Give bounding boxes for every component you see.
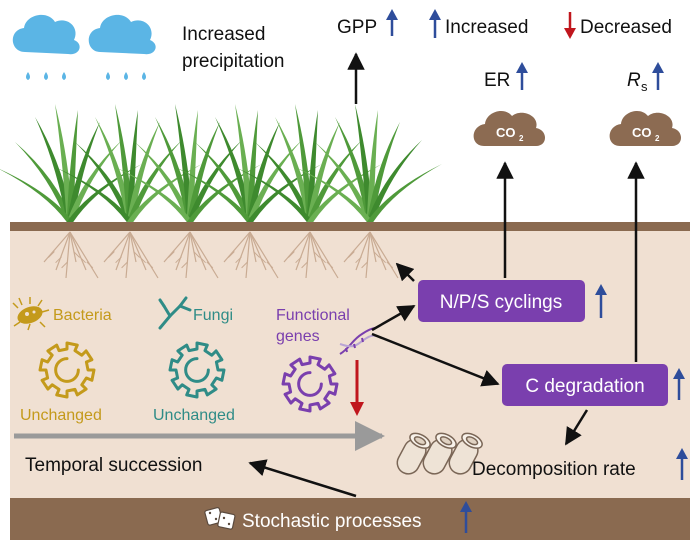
fungi-label: Fungi	[193, 307, 233, 324]
c-degradation-box	[502, 364, 668, 406]
bacteria-label: Bacteria	[53, 307, 112, 324]
dice-icon	[204, 507, 236, 530]
rain-cloud-icon-right	[88, 14, 156, 80]
np-cyclings-box	[418, 280, 585, 322]
rs-label: R	[627, 70, 641, 91]
precipitation-label-line1: Increased	[182, 24, 265, 45]
fungi-icon	[158, 296, 192, 330]
stochastic-processes-label: Stochastic processes	[242, 511, 422, 532]
co2-text-rs: CO	[632, 125, 652, 140]
fungi-gear-icon	[168, 341, 226, 399]
grass-icon	[0, 104, 442, 222]
bacteria-gear-icon	[38, 341, 96, 399]
roots-icon	[43, 231, 399, 279]
rs-subscript: s	[641, 79, 648, 94]
cdeg-to-decomposition-arrow	[564, 409, 589, 446]
co2-cloud-icon-er: CO 2	[473, 110, 545, 146]
er-label: ER	[484, 70, 510, 91]
bacteria-icon	[12, 297, 50, 331]
decomposition-increase-arrow-icon	[676, 448, 688, 480]
genes-to-cdeg-arrow	[371, 332, 500, 387]
co2-subscript-rs: 2	[655, 134, 660, 143]
genes-to-np-arrow	[371, 304, 416, 332]
functional-genes-gear-icon	[281, 355, 339, 413]
soil-bottom-band	[10, 498, 690, 540]
rs-increase-arrow-icon	[652, 62, 664, 90]
functional-genes-label-line1: Functional	[276, 307, 350, 324]
temporal-succession-label: Temporal succession	[25, 455, 202, 476]
er-increase-arrow-icon	[516, 62, 528, 90]
stochastic-to-temporal-arrow	[248, 459, 357, 498]
bacteria-status: Unchanged	[20, 407, 102, 424]
gpp-label: GPP	[337, 17, 377, 38]
decomposition-rate-label: Decomposition rate	[472, 459, 636, 480]
fungi-status: Unchanged	[153, 407, 235, 424]
soil-surface-line	[10, 222, 690, 231]
functional-genes-label-line2: genes	[276, 328, 320, 345]
co2-text-er: CO	[496, 125, 516, 140]
stochastic-increase-arrow-icon	[460, 501, 472, 533]
np-cyclings-label: N/P/S cyclings	[440, 292, 562, 313]
np-increase-arrow-icon	[595, 284, 607, 318]
rain-cloud-icon-left	[12, 14, 80, 80]
np-to-plant-arrow	[395, 262, 415, 282]
c-degradation-label: C degradation	[525, 376, 644, 397]
litter-tubes-icon	[396, 432, 483, 475]
gpp-increase-arrow-icon	[386, 9, 398, 36]
legend-increased-label: Increased	[445, 17, 528, 38]
genes-decrease-arrow-icon	[350, 360, 364, 416]
legend-decrease-arrow-icon	[564, 12, 576, 39]
co2-subscript-er: 2	[519, 134, 524, 143]
precipitation-label-line2: precipitation	[182, 51, 284, 72]
cdeg-increase-arrow-icon	[673, 368, 685, 400]
co2-cloud-icon-rs: CO 2	[609, 110, 681, 146]
legend-increase-arrow-icon	[429, 9, 441, 38]
legend-decreased-label: Decreased	[580, 17, 672, 38]
